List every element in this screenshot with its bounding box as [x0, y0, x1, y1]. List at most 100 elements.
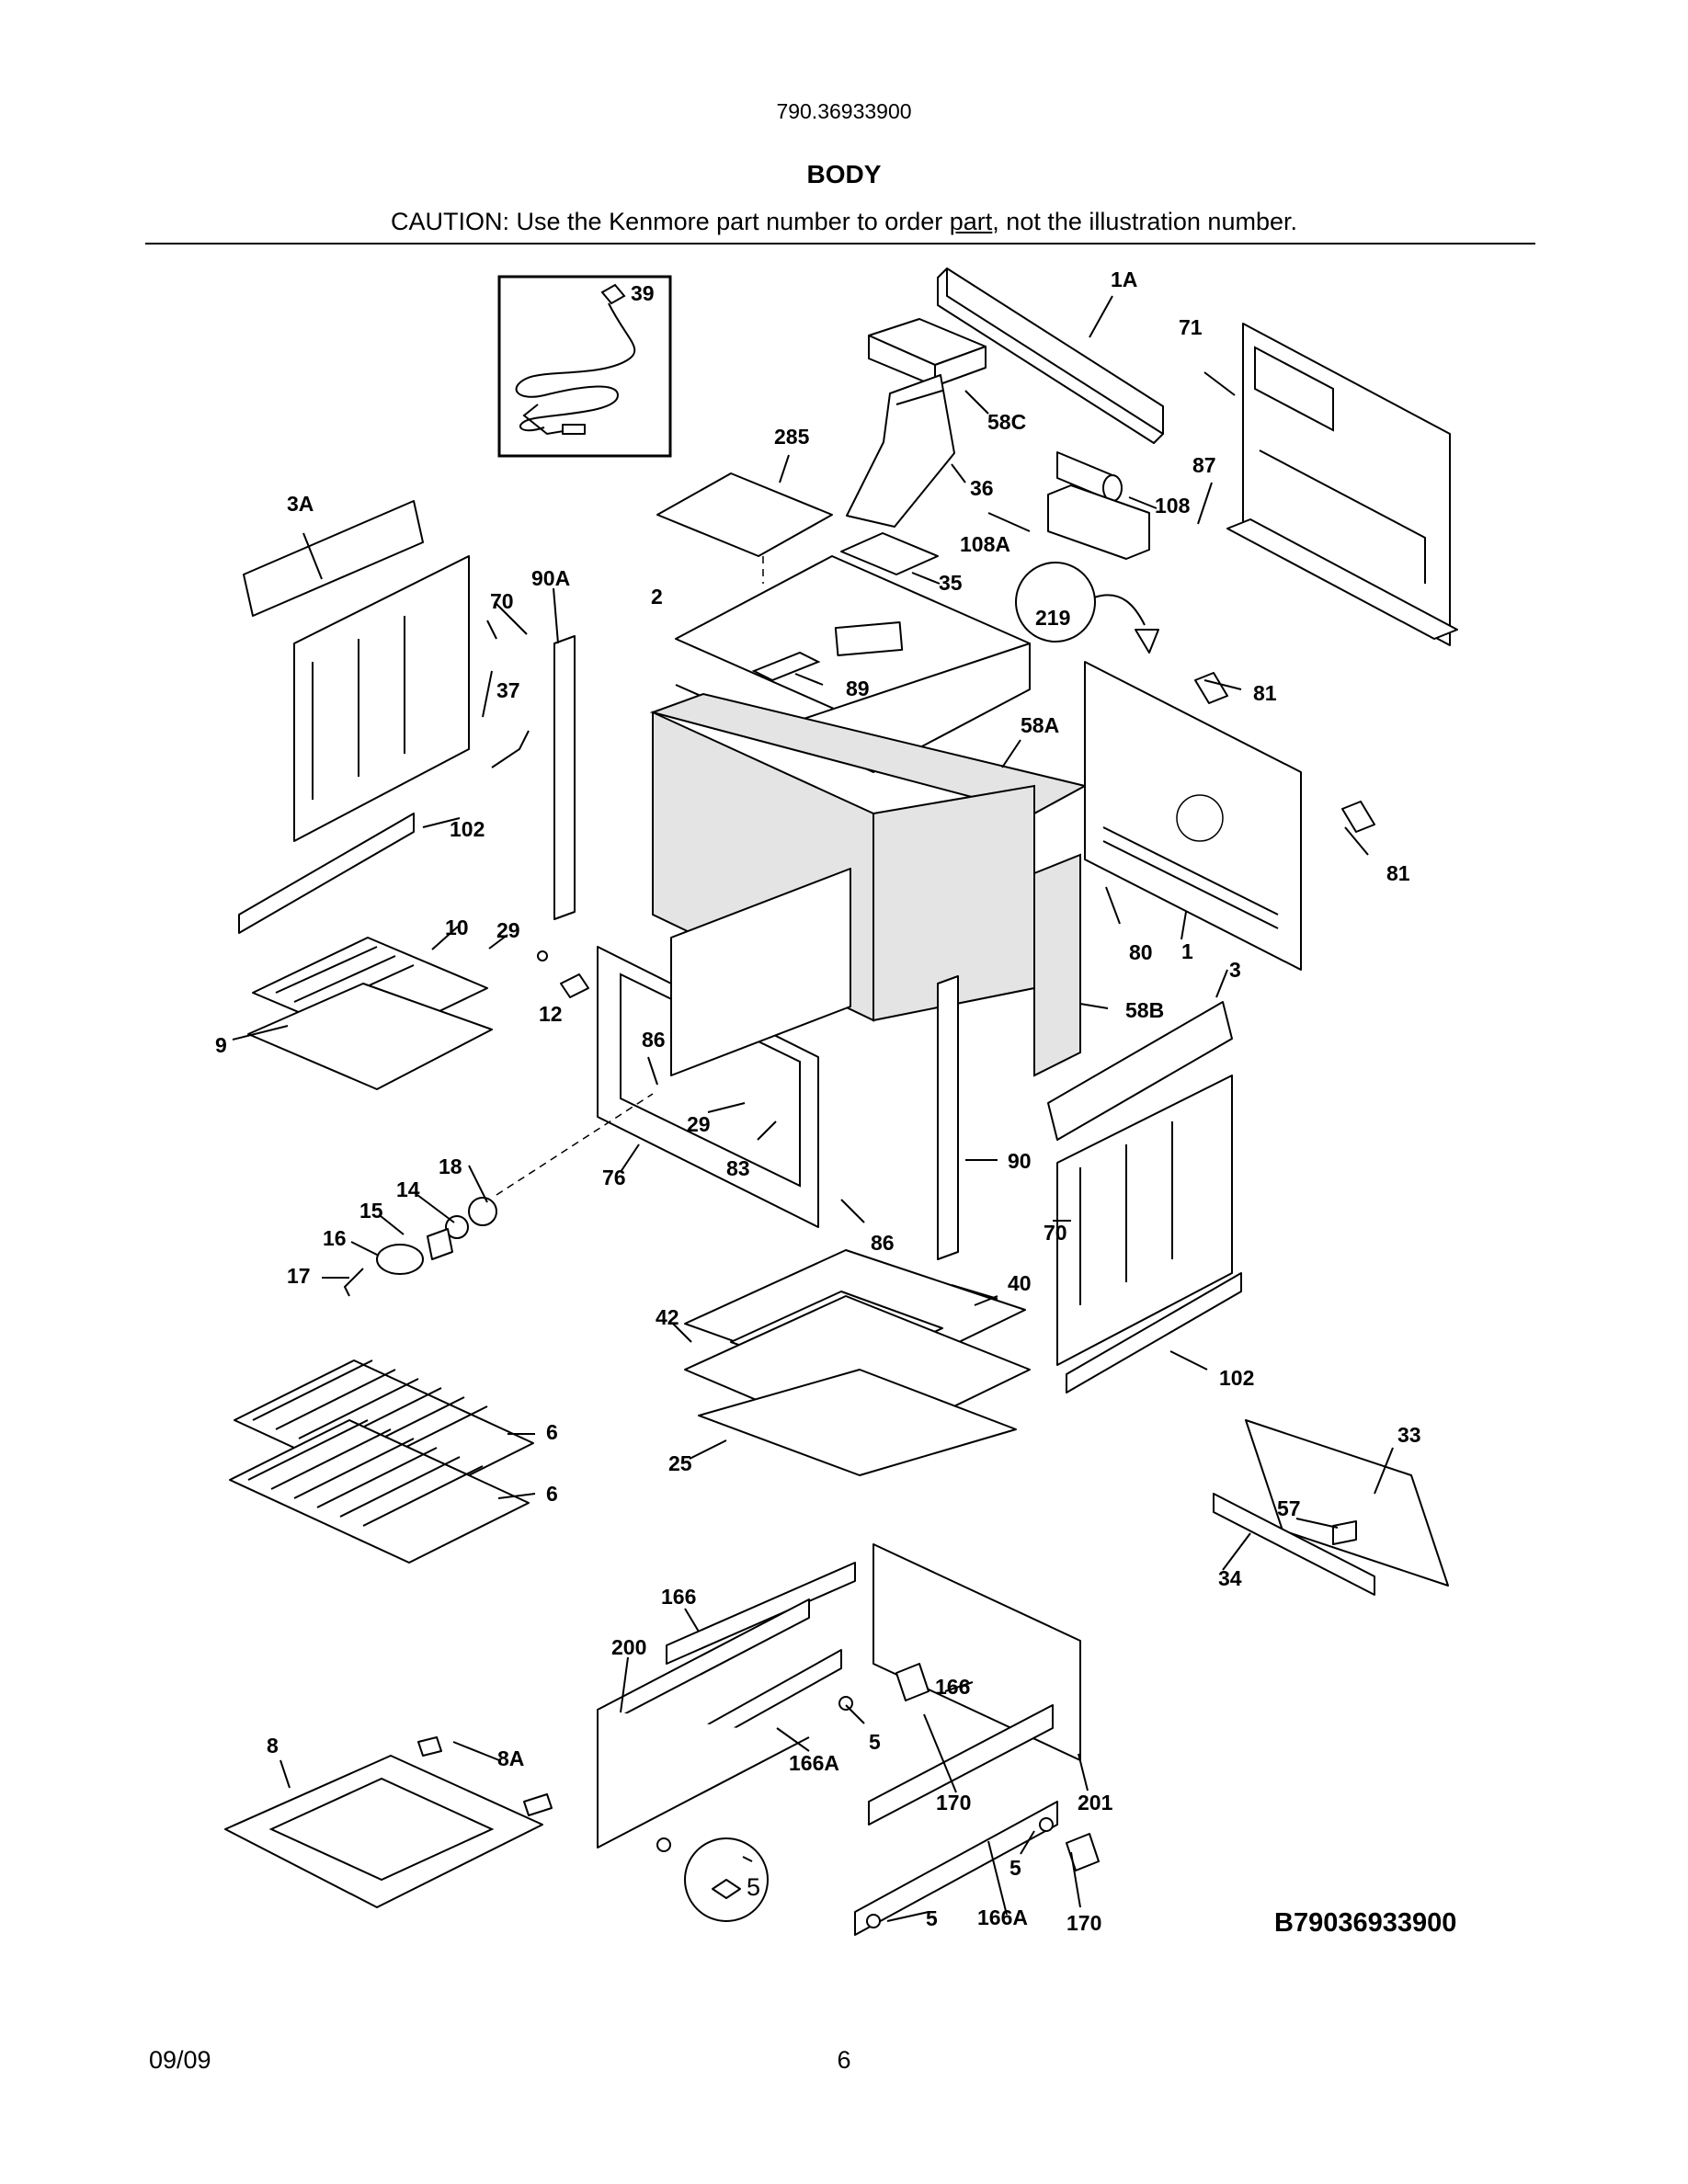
callout-39: 39 — [631, 281, 655, 305]
caution-note: CAUTION: Use the Kenmore part number to … — [0, 208, 1688, 236]
callout-8A: 8A — [497, 1746, 524, 1770]
sensor-wire-part — [491, 730, 530, 768]
callout-3: 3 — [1229, 958, 1241, 982]
oven-rack-lower-part — [229, 1419, 530, 1564]
callout-40: 40 — [1008, 1271, 1032, 1295]
callout-57: 57 — [1277, 1496, 1301, 1520]
caution-text-prefix: CAUTION: Use the Kenmore part number to … — [391, 208, 950, 235]
callout-170-upper: 170 — [936, 1791, 971, 1814]
rear-bottom-bracket-part — [1226, 518, 1458, 640]
caution-text-underlined: part — [949, 208, 993, 235]
left-side-panel-part — [293, 555, 470, 842]
left-bottom-rail-part — [238, 813, 415, 934]
insulation-pad-part — [656, 472, 833, 557]
callout-25: 25 — [668, 1451, 692, 1475]
callout-108A: 108A — [960, 532, 1010, 556]
callout-102-left: 102 — [450, 817, 485, 841]
callout-5-upper: 5 — [869, 1730, 881, 1754]
diagram-reference-code: B79036933900 — [1274, 1908, 1457, 1938]
base-rail-lower-part — [854, 1801, 1058, 1936]
callout-3A: 3A — [287, 492, 314, 516]
rear-panel-part — [1242, 323, 1451, 646]
callout-35: 35 — [939, 571, 963, 595]
right-side-panel-lower-part — [1056, 1075, 1233, 1366]
callout-86-lower: 86 — [871, 1231, 895, 1255]
callout-90: 90 — [1008, 1149, 1032, 1173]
callout-18: 18 — [439, 1155, 462, 1178]
callout-34: 34 — [1218, 1566, 1242, 1590]
left-trim-strip-part — [553, 635, 576, 920]
callout-76: 76 — [602, 1166, 626, 1189]
vent-gasket-part — [840, 532, 939, 575]
base-rail-right-part — [868, 1704, 1054, 1826]
callout-201: 201 — [1078, 1791, 1113, 1814]
left-top-rail-part — [243, 500, 424, 617]
leveling-bracket-upper-part — [895, 1663, 930, 1701]
callout-15: 15 — [359, 1199, 383, 1223]
callout-58B: 58B — [1125, 998, 1164, 1022]
right-trim-strip-part — [937, 975, 959, 1260]
callout-5-lower: 5 — [926, 1906, 938, 1930]
kick-plate-part — [1213, 1493, 1375, 1596]
callout-6-lower: 6 — [546, 1482, 558, 1506]
right-top-rail-part — [1047, 1001, 1233, 1141]
callout-81-upper: 81 — [1253, 681, 1277, 705]
leveling-leg-part — [838, 1696, 853, 1711]
base-rail-front-part — [666, 1562, 856, 1665]
hinge-pin-part — [560, 973, 589, 998]
callout-12: 12 — [539, 1002, 563, 1026]
callout-89: 89 — [846, 677, 870, 700]
callout-9: 9 — [215, 1033, 227, 1057]
callout-70-left: 70 — [490, 589, 514, 613]
callout-200: 200 — [611, 1635, 646, 1659]
callout-58A: 58A — [1021, 713, 1059, 737]
callout-219: 219 — [1035, 606, 1070, 630]
vent-duct-part — [846, 374, 955, 528]
bottom-insulation-part — [698, 1369, 1017, 1476]
callout-87: 87 — [1192, 453, 1216, 477]
callout-29-lower: 29 — [687, 1112, 711, 1136]
callout-58C: 58C — [987, 410, 1026, 434]
callout-33: 33 — [1397, 1423, 1421, 1447]
callout-37: 37 — [496, 678, 520, 702]
callout-14: 14 — [396, 1177, 420, 1201]
storage-drawer-pan-part — [224, 1755, 543, 1908]
footer-page-number: 6 — [837, 2046, 851, 2074]
base-frame-left-part — [597, 1598, 810, 1848]
duct-box-part — [868, 318, 987, 387]
callout-1A: 1A — [1111, 267, 1137, 291]
side-bracket-part — [1245, 1419, 1449, 1587]
right-bracket-upper-part — [1194, 672, 1228, 704]
callout-8: 8 — [267, 1734, 279, 1757]
callout-108: 108 — [1155, 494, 1191, 518]
callout-labels: 39 1A 71 58C 285 36 87 108 108A 3A 90A 2… — [215, 267, 1421, 1935]
callout-5-detail: 5 — [747, 1873, 760, 1901]
callout-83: 83 — [726, 1156, 750, 1180]
callout-166-upper: 166 — [661, 1585, 696, 1609]
motor-bracket-part — [1047, 484, 1150, 560]
callout-42: 42 — [656, 1305, 679, 1329]
callout-6-upper: 6 — [546, 1420, 558, 1444]
caution-text-suffix: , not the illustration number. — [992, 208, 1297, 235]
leader-lines — [232, 295, 1394, 1922]
oven-lamp-assembly-part — [343, 1197, 497, 1297]
thermostat-detail-circle — [1015, 562, 1096, 643]
callout-166-lower: 166 — [935, 1675, 970, 1699]
right-bracket-lower-part — [1341, 801, 1375, 833]
callout-17: 17 — [287, 1264, 311, 1288]
callout-29-upper: 29 — [496, 918, 520, 942]
callout-166A-upper: 166A — [789, 1751, 839, 1775]
callout-1: 1 — [1181, 939, 1193, 963]
top-frame-rail-part — [937, 267, 1164, 444]
power-cord-part — [515, 283, 636, 436]
right-bottom-rail-part — [1066, 1272, 1242, 1393]
callout-5-middle: 5 — [1009, 1856, 1021, 1880]
callout-86-upper: 86 — [642, 1028, 666, 1052]
callout-102-right: 102 — [1219, 1366, 1254, 1390]
callout-71: 71 — [1179, 315, 1203, 339]
broil-pan-part — [247, 983, 493, 1090]
callout-70-right: 70 — [1044, 1221, 1067, 1245]
callout-285: 285 — [774, 425, 810, 449]
oven-liner-part — [670, 868, 851, 1076]
